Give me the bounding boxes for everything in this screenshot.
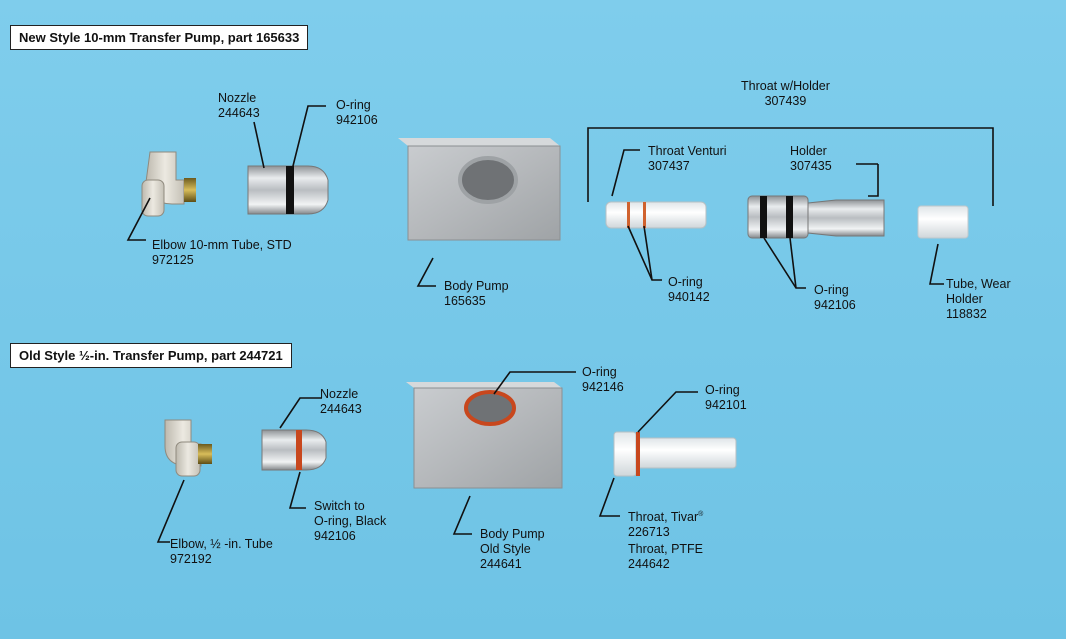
elbow-fitting-old: [164, 419, 212, 477]
label-throat-tivar: Throat, Tivar® 226713 Throat, PTFE 24464…: [628, 510, 704, 572]
leader-lines-new: [126, 105, 994, 543]
tube-wear-new: [917, 205, 969, 239]
elbow-fitting-new: [141, 151, 196, 217]
throat-tivar-old: [613, 431, 737, 477]
throat-venturi-new: [605, 201, 707, 229]
nozzle-old: [261, 429, 327, 471]
new-style-title: New Style 10-mm Transfer Pump, part 1656…: [10, 25, 309, 50]
old-style-title: Old Style ½-in. Transfer Pump, part 2447…: [10, 343, 292, 368]
body-pump-new: [398, 138, 561, 241]
holder-new: [747, 195, 885, 239]
nozzle-new: [247, 165, 329, 215]
body-pump-old: [406, 382, 563, 489]
